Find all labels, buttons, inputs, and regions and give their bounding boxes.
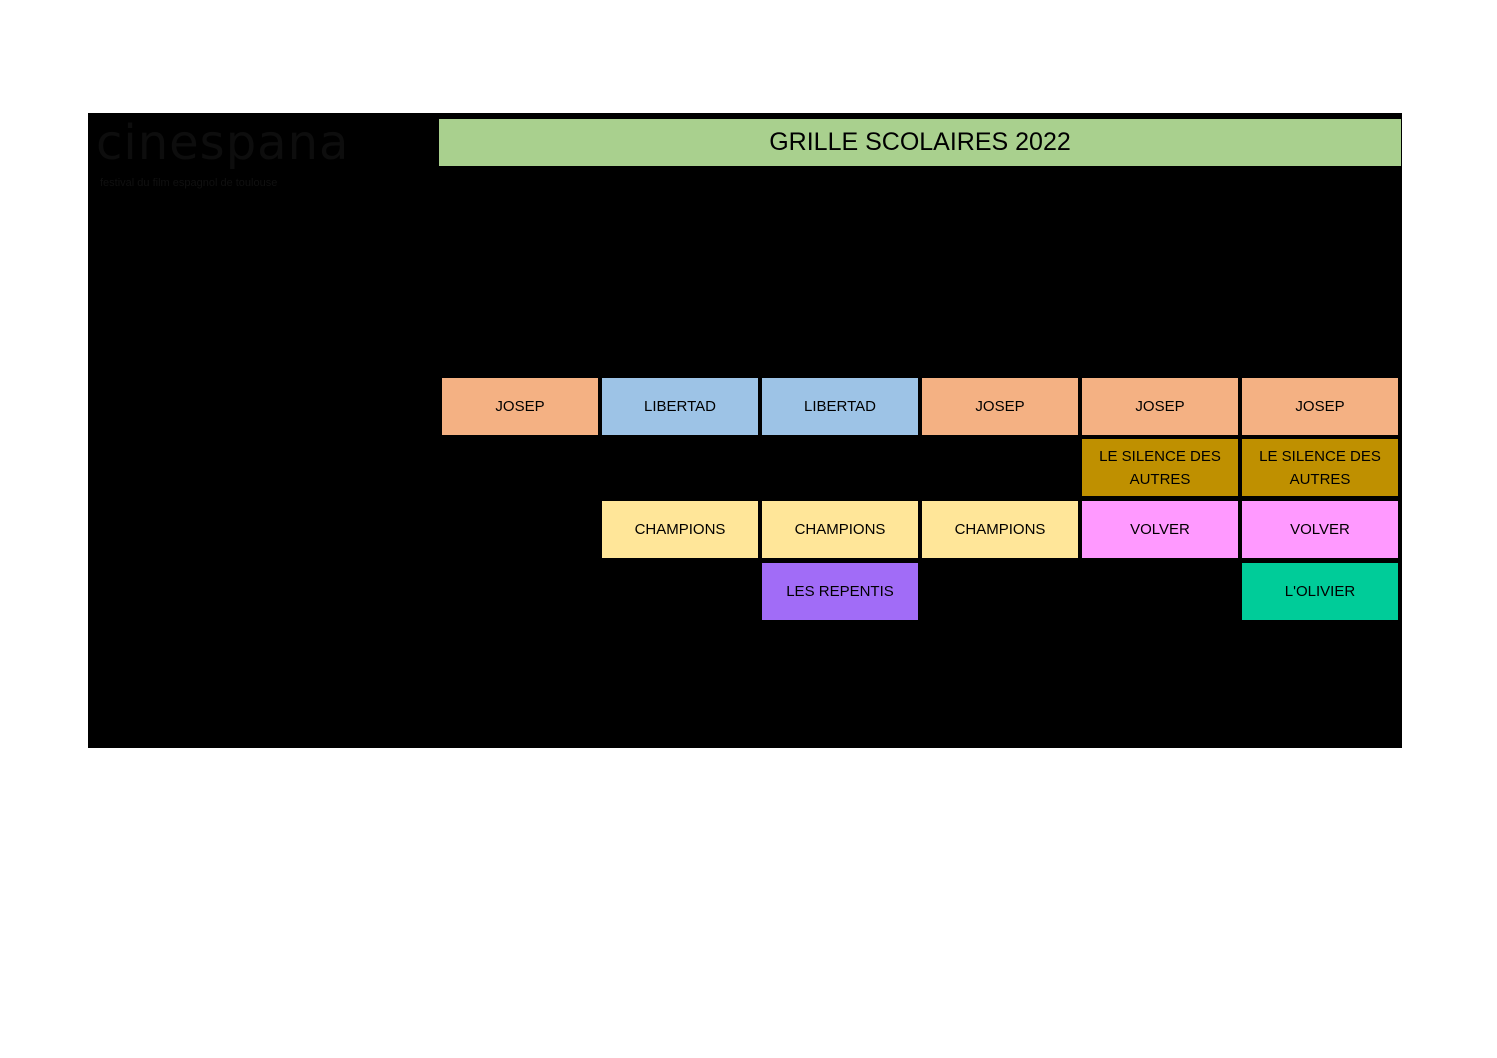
cinespana-logo: cinespana festival du film espagnol de t… — [96, 117, 436, 197]
film-title: CHAMPIONS — [794, 521, 886, 538]
film-title: L'OLIVIER — [1284, 583, 1356, 600]
film-cell: LIBERTAD — [601, 377, 759, 436]
film-title: JOSEP — [1295, 398, 1345, 415]
logo-wordmark: cinespana — [96, 115, 350, 171]
film-cell: LE SILENCE DES AUTRES — [1081, 438, 1239, 497]
film-title: CHAMPIONS — [954, 521, 1046, 538]
logo-tagline: festival du film espagnol de toulouse — [100, 177, 278, 189]
film-cell: CHAMPIONS — [761, 500, 919, 559]
film-title: JOSEP — [495, 398, 545, 415]
film-cell: CHAMPIONS — [601, 500, 759, 559]
film-title: LIBERTAD — [804, 398, 876, 415]
film-cell: VOLVER — [1081, 500, 1239, 559]
film-title: LES REPENTIS — [786, 583, 894, 600]
film-cell: JOSEP — [1241, 377, 1399, 436]
film-cell: JOSEP — [921, 377, 1079, 436]
film-cell: LES REPENTIS — [761, 562, 919, 621]
film-title: CHAMPIONS — [634, 521, 726, 538]
film-title: JOSEP — [975, 398, 1025, 415]
film-cell: L'OLIVIER — [1241, 562, 1399, 621]
film-title: VOLVER — [1130, 521, 1190, 538]
page-title: GRILLE SCOLAIRES 2022 — [439, 119, 1401, 166]
film-cell: CHAMPIONS — [921, 500, 1079, 559]
film-cell: LIBERTAD — [761, 377, 919, 436]
film-cell: JOSEP — [441, 377, 599, 436]
film-title: LIBERTAD — [644, 398, 716, 415]
film-title: VOLVER — [1290, 521, 1350, 538]
film-cell: VOLVER — [1241, 500, 1399, 559]
film-title: LE SILENCE DES AUTRES — [1099, 447, 1221, 488]
film-cell: JOSEP — [1081, 377, 1239, 436]
film-title: JOSEP — [1135, 398, 1185, 415]
film-cell: LE SILENCE DES AUTRES — [1241, 438, 1399, 497]
film-title: LE SILENCE DES AUTRES — [1259, 447, 1381, 488]
